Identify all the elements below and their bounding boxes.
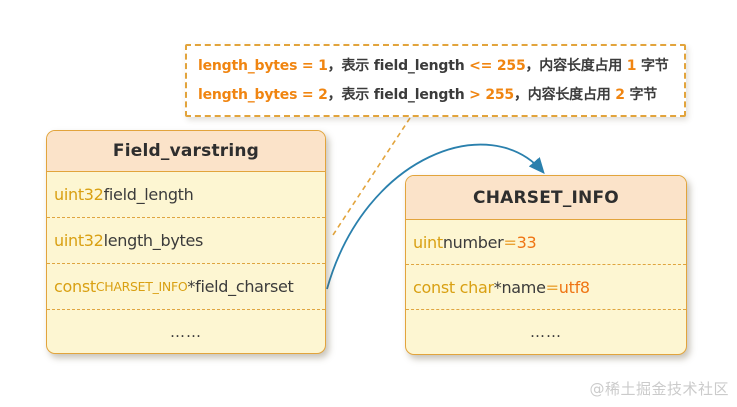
note-box: length_bytes = 1，表示 field_length <= 255，… xyxy=(185,44,686,117)
struct-row-field-charset: const CHARSET_INFO *field_charset xyxy=(47,264,325,310)
identifier: field_length xyxy=(103,185,194,204)
struct-row-ellipsis: …… xyxy=(47,310,325,353)
note-expr: length_bytes = 1 xyxy=(198,58,328,74)
identifier: length_bytes xyxy=(103,231,204,250)
struct-title-charset-info: CHARSET_INFO xyxy=(406,176,686,220)
struct-box-charset-info: CHARSET_INFO uint number = 33 const char… xyxy=(405,175,687,355)
note-connector-dashed-line xyxy=(330,117,411,239)
note-condition: > 255 xyxy=(469,87,514,103)
note-text: ，表示 field_length xyxy=(327,58,470,74)
watermark: @稀土掘金技术社区 xyxy=(589,380,729,398)
note-condition: <= 255 xyxy=(469,58,526,74)
ellipsis: …… xyxy=(170,322,202,341)
struct-row-length-bytes: uint32 length_bytes xyxy=(47,218,325,264)
keyword: uint32 xyxy=(54,185,104,204)
keyword: const xyxy=(54,277,96,296)
note-text: 字节 xyxy=(624,87,658,103)
note-text: ，表示 field_length xyxy=(327,87,470,103)
value: 33 xyxy=(516,232,537,252)
note-text: 字节 xyxy=(636,58,669,74)
struct-row-field-length: uint32 field_length xyxy=(47,172,325,218)
ellipsis: …… xyxy=(530,323,562,341)
value: utf8 xyxy=(558,277,590,297)
note-line-2: length_bytes = 2，表示 field_length > 255，内… xyxy=(198,86,673,104)
note-text: ，内容长度占用 xyxy=(525,58,627,74)
identifier: *field_charset xyxy=(187,277,294,296)
equals-sign: = xyxy=(503,232,517,252)
type-name: CHARSET_INFO xyxy=(95,279,188,294)
struct-title-field-varstring: Field_varstring xyxy=(47,131,325,172)
identifier: number xyxy=(442,232,504,252)
note-number: 2 xyxy=(615,87,625,103)
note-expr: length_bytes = 2 xyxy=(198,87,328,103)
equals-sign: = xyxy=(545,277,559,297)
identifier: *name xyxy=(493,277,546,297)
struct-row-ellipsis: …… xyxy=(406,310,686,354)
note-text: ，内容长度占用 xyxy=(513,87,616,103)
struct-row-number: uint number = 33 xyxy=(406,220,686,265)
keyword: uint xyxy=(413,232,443,252)
keyword: uint32 xyxy=(54,231,104,250)
struct-box-field-varstring: Field_varstring uint32 field_length uint… xyxy=(46,130,326,354)
note-line-1: length_bytes = 1，表示 field_length <= 255，… xyxy=(198,57,673,75)
struct-row-name: const char *name = utf8 xyxy=(406,265,686,310)
note-number: 1 xyxy=(626,58,637,74)
keyword: const char xyxy=(413,277,494,297)
